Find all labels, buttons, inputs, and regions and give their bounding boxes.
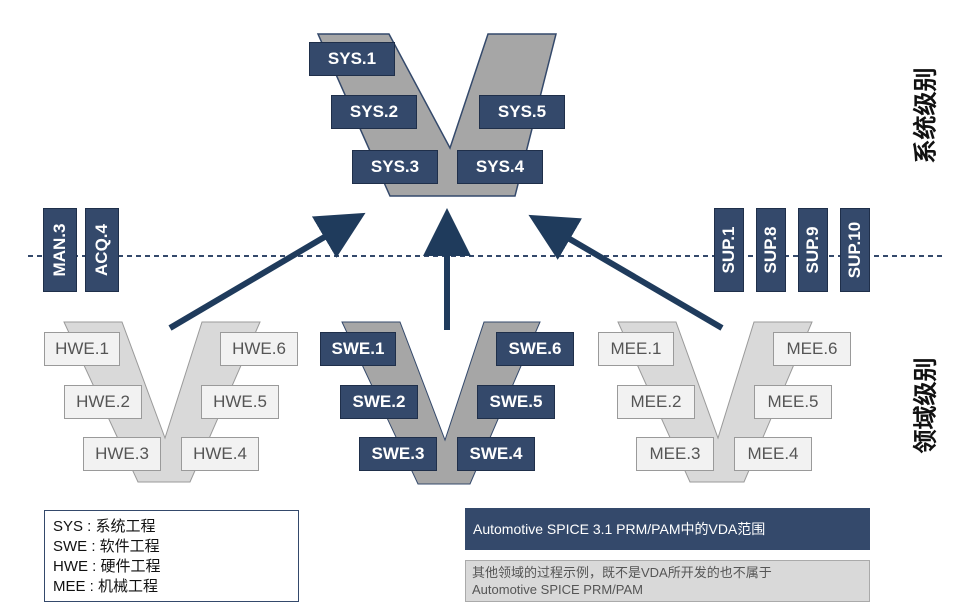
domain-level-label-text: 领域级别 [912,357,940,453]
process-man3: MAN.3 [43,208,77,292]
process-mee6: MEE.6 [773,332,851,366]
process-swe2: SWE.2 [340,385,418,419]
process-sup10-label: SUP.10 [845,221,864,279]
arrow-hardware-to-system [168,212,366,331]
process-acq4-label: ACQ.4 [92,224,111,276]
process-sup10: SUP.10 [840,208,870,292]
process-sup9: SUP.9 [798,208,828,292]
process-sup8: SUP.8 [756,208,786,292]
arrow-mechanical-to-system [528,214,724,331]
process-hwe5: HWE.5 [201,385,279,419]
out-of-scope-note: 其他领域的过程示例，既不是VDA所开发的也不属于 Automotive SPIC… [465,560,870,602]
in-scope-note: Automotive SPICE 3.1 PRM/PAM中的VDA范围 [465,508,870,550]
process-mee4: MEE.4 [734,437,812,471]
process-sys1: SYS.1 [309,42,395,76]
process-sup1-label: SUP.1 [719,226,738,274]
process-swe5: SWE.5 [477,385,555,419]
system-level-label-text: 系统级别 [912,67,940,163]
process-sup8-label: SUP.8 [761,226,780,274]
process-sup9-label: SUP.9 [803,226,822,274]
legend-item-swe: SWE : 软件工程 [53,538,160,555]
process-swe3: SWE.3 [359,437,437,471]
process-hwe2: HWE.2 [64,385,142,419]
process-mee3: MEE.3 [636,437,714,471]
process-mee5: MEE.5 [754,385,832,419]
process-sup1: SUP.1 [714,208,744,292]
process-sys2: SYS.2 [331,95,417,129]
domain-level-label: 领域级别 [895,345,951,465]
process-man3-label: MAN.3 [50,223,69,277]
process-sys5: SYS.5 [479,95,565,129]
process-swe6: SWE.6 [496,332,574,366]
legend-item-mee: MEE : 机械工程 [53,578,159,595]
process-sys4: SYS.4 [457,150,543,184]
out-of-scope-note-line2: Automotive SPICE PRM/PAM [472,582,643,597]
process-acq4: ACQ.4 [85,208,119,292]
process-hwe3: HWE.3 [83,437,161,471]
process-swe4: SWE.4 [457,437,535,471]
process-hwe6: HWE.6 [220,332,298,366]
process-mee1: MEE.1 [598,332,674,366]
legend-item-hwe: HWE : 硬件工程 [53,558,161,575]
out-of-scope-note-line1: 其他领域的过程示例，既不是VDA所开发的也不属于 [472,565,772,580]
system-level-label: 系统级别 [895,55,951,175]
process-hwe4: HWE.4 [181,437,259,471]
abbreviation-legend: SYS : 系统工程 SWE : 软件工程 HWE : 硬件工程 MEE : 机… [44,510,299,602]
process-sys3: SYS.3 [352,150,438,184]
process-mee2: MEE.2 [617,385,695,419]
process-hwe1: HWE.1 [44,332,120,366]
process-swe1: SWE.1 [320,332,396,366]
legend-item-sys: SYS : 系统工程 [53,518,156,535]
